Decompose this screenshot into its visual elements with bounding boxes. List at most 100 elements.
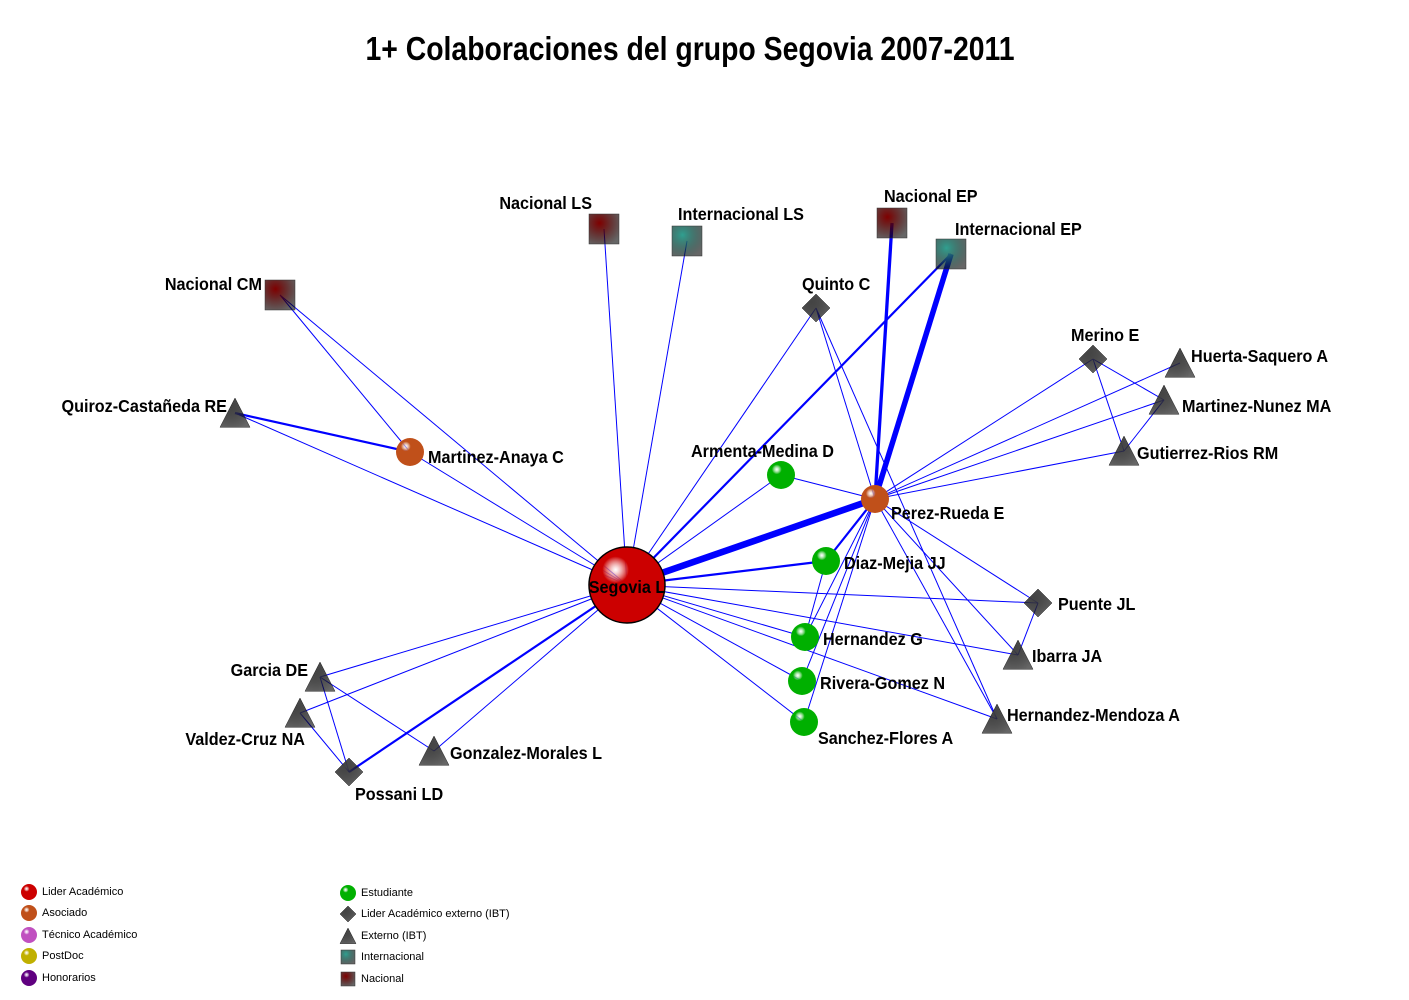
node-nep[interactable]: Nacional EP [876, 186, 978, 239]
node-label: Martinez-Anaya C [428, 447, 564, 467]
node-merino[interactable]: Merino E [1071, 325, 1139, 374]
edges [234, 222, 1181, 773]
legend-tecnico-icon [21, 926, 37, 943]
legend-label: Honorarios [42, 971, 96, 984]
edge-garcia-gonzalez [319, 676, 435, 752]
node-label: Nacional CM [165, 274, 262, 294]
node-ncm[interactable]: Nacional CM [165, 274, 296, 311]
edge-perez-puente [874, 498, 1039, 604]
edge-segovia-nls [603, 228, 628, 586]
node-huerta[interactable]: Huerta-Saquero A [1164, 346, 1328, 378]
edge-segovia-gonzalez [433, 584, 628, 752]
node-label: Gonzalez-Morales L [450, 743, 602, 763]
edge-segovia-puente [626, 584, 1039, 604]
node-circle-icon [396, 438, 424, 466]
node-hmendoza[interactable]: Hernandez-Mendoza A [981, 703, 1180, 734]
node-label: Huerta-Saquero A [1191, 346, 1328, 366]
legend-postdoc-icon [21, 948, 37, 965]
node-label: Diaz-Mejia JJ [844, 553, 946, 573]
legend-item-estudiante: Estudiante [339, 882, 510, 904]
node-circle-icon [767, 461, 795, 489]
node-triangle-icon [219, 397, 251, 428]
edge-segovia-quinto [626, 307, 817, 586]
node-gutierrez[interactable]: Gutierrez-Rios RM [1108, 435, 1278, 466]
edge-perez-hmendoza [874, 498, 998, 720]
node-diamond-icon [801, 293, 831, 323]
node-armenta[interactable]: Armenta-Medina D [691, 441, 834, 489]
node-manaya[interactable]: Martinez-Anaya C [396, 438, 564, 467]
node-label: Segovia L [589, 577, 665, 597]
node-iep[interactable]: Internacional EP [935, 219, 1082, 270]
node-circle-icon [790, 708, 818, 736]
legend-label: Nacional [361, 972, 404, 985]
legend-label: Asociado [42, 907, 88, 920]
legend-triangle-icon [339, 927, 357, 944]
node-mnunez[interactable]: Martinez-Nunez MA [1148, 384, 1331, 416]
node-diamond-icon [1078, 344, 1108, 374]
edge-segovia-perez [625, 495, 877, 589]
edge-segovia-garcia [319, 584, 628, 678]
node-quinto[interactable]: Quinto C [801, 274, 870, 323]
edge-perez-nep [873, 222, 894, 500]
node-quiroz[interactable]: Quiroz-Castañeda RE [61, 396, 251, 428]
node-label: Internacional LS [678, 204, 804, 224]
diagram-title: 1+ Colaboraciones del grupo Segovia 2007… [365, 30, 1015, 67]
legend-label: Lider Académico externo (IBT) [361, 908, 510, 921]
edge-merino-mnunez [1092, 358, 1165, 401]
edge-perez-armenta [780, 474, 876, 500]
node-triangle-icon [981, 703, 1013, 734]
legend-label: PostDoc [42, 950, 84, 963]
node-label: Internacional EP [955, 219, 1082, 239]
node-ibarra[interactable]: Ibarra JA [1002, 639, 1102, 670]
node-label: Sanchez-Flores A [818, 728, 953, 748]
legend-lider_externo-icon [339, 905, 357, 923]
legend-asociado-icon [21, 905, 37, 922]
node-possani[interactable]: Possani LD [334, 757, 443, 804]
node-rivera[interactable]: Rivera-Gomez N [788, 667, 945, 695]
legend-square-icon [340, 950, 356, 965]
edge-merino-gutierrez [1092, 358, 1125, 452]
node-circle-icon [791, 623, 819, 651]
node-garcia[interactable]: Garcia DE [231, 660, 336, 692]
node-perez[interactable]: Perez-Rueda E [861, 485, 1004, 523]
node-nls[interactable]: Nacional LS [499, 193, 620, 245]
legend-lider-icon [21, 883, 37, 900]
node-square-icon [671, 225, 703, 257]
edge-perez-huerta [874, 362, 1181, 500]
node-label: Possani LD [355, 784, 443, 804]
legend-label: Estudiante [361, 886, 413, 899]
legend-diamond-icon [339, 905, 357, 923]
edge-garcia-possani [319, 676, 350, 773]
node-triangle-icon [304, 661, 336, 692]
legend-estudiante-icon [340, 884, 356, 901]
node-circle-icon [812, 547, 840, 575]
node-gonzalez[interactable]: Gonzalez-Morales L [418, 735, 602, 766]
legend-item-tecnico: Técnico Académico [20, 924, 137, 946]
node-diaz[interactable]: Diaz-Mejia JJ [812, 547, 946, 575]
legend-externo-icon [339, 927, 357, 944]
node-sanchez[interactable]: Sanchez-Flores A [790, 708, 953, 748]
edge-perez-quinto [815, 307, 876, 500]
node-valdez[interactable]: Valdez-Cruz NA [185, 697, 316, 749]
legend-item-externo: Externo (IBT) [339, 925, 510, 947]
legend-square-icon [340, 971, 356, 986]
legend-honorarios-icon [21, 969, 37, 986]
node-ils[interactable]: Internacional LS [671, 204, 804, 257]
edge-perez-sanchez [803, 498, 876, 723]
edge-segovia-ibarra [626, 584, 1019, 656]
node-label: Armenta-Medina D [691, 441, 834, 461]
node-segovia[interactable]: Segovia L [588, 546, 666, 624]
edge-segovia-iep [626, 253, 952, 586]
edge-manaya-ncm [279, 294, 411, 453]
legend-item-postdoc: PostDoc [20, 946, 137, 968]
legend-item-nacional: Nacional [339, 968, 510, 990]
node-puente[interactable]: Puente JL [1023, 588, 1135, 618]
edge-segovia-quiroz [234, 412, 628, 586]
legend-item-lider_externo: Lider Académico externo (IBT) [339, 904, 510, 926]
legend-internacional-icon [340, 950, 356, 965]
node-square-icon [935, 238, 967, 270]
node-hernandezg[interactable]: Hernandez G [791, 623, 923, 651]
node-label: Puente JL [1058, 594, 1135, 614]
node-label: Nacional LS [499, 193, 592, 213]
node-circle-icon [788, 667, 816, 695]
